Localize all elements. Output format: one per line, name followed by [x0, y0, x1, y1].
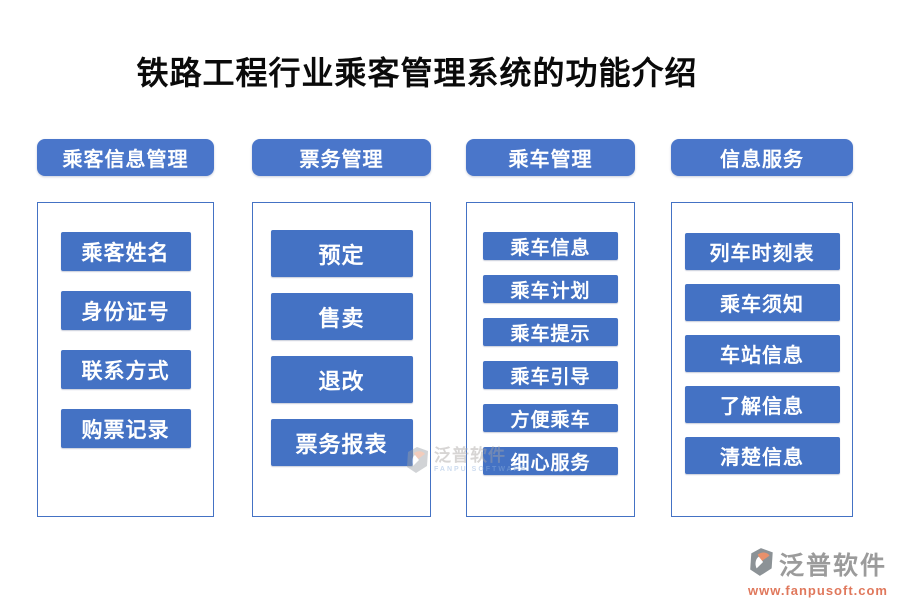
- feature-item: 乘车信息: [483, 232, 618, 260]
- feature-item: 乘车计划: [483, 275, 618, 303]
- column-header: 乘客信息管理: [37, 139, 214, 176]
- column-ride-management: 乘车管理 乘车信息乘车计划乘车提示乘车引导方便乘车细心服务: [466, 139, 635, 517]
- feature-item: 退改: [270, 356, 413, 403]
- feature-item: 车站信息: [684, 335, 840, 372]
- column-header: 信息服务: [671, 139, 853, 176]
- feature-item: 细心服务: [483, 447, 618, 475]
- column-body: 预定售卖退改票务报表: [252, 202, 431, 517]
- feature-item: 联系方式: [60, 350, 191, 389]
- column-info-service: 信息服务 列车时刻表乘车须知车站信息了解信息清楚信息: [671, 139, 853, 517]
- watermark-brand-text: 泛普软件: [778, 552, 887, 580]
- feature-item: 乘客姓名: [60, 232, 191, 271]
- column-ticketing: 票务管理 预定售卖退改票务报表: [252, 139, 431, 517]
- feature-item: 乘车引导: [483, 361, 618, 389]
- column-body: 乘车信息乘车计划乘车提示乘车引导方便乘车细心服务: [466, 202, 635, 517]
- column-body: 乘客姓名身份证号联系方式购票记录: [37, 202, 214, 517]
- column-passenger-info: 乘客信息管理 乘客姓名身份证号联系方式购票记录: [37, 139, 214, 517]
- feature-item: 身份证号: [60, 291, 191, 330]
- feature-item: 乘车提示: [483, 318, 618, 346]
- watermark-url: www.fanpusoft.com: [747, 583, 888, 598]
- column-header: 乘车管理: [466, 139, 635, 176]
- column-body: 列车时刻表乘车须知车站信息了解信息清楚信息: [671, 202, 853, 517]
- feature-item: 方便乘车: [483, 404, 618, 432]
- feature-item: 票务报表: [270, 419, 413, 466]
- feature-item: 列车时刻表: [684, 233, 840, 270]
- feature-item: 了解信息: [684, 386, 840, 423]
- bottom-watermark: 泛普软件 www.fanpusoft.com: [748, 546, 888, 598]
- feature-item: 售卖: [270, 293, 413, 340]
- feature-item: 乘车须知: [684, 284, 840, 321]
- feature-item: 购票记录: [60, 409, 191, 448]
- feature-item: 预定: [270, 230, 413, 277]
- feature-item: 清楚信息: [684, 437, 840, 474]
- page-title: 铁路工程行业乘客管理系统的功能介绍: [136, 55, 698, 91]
- fanpu-logo-icon: [749, 547, 775, 582]
- column-header: 票务管理: [252, 139, 431, 176]
